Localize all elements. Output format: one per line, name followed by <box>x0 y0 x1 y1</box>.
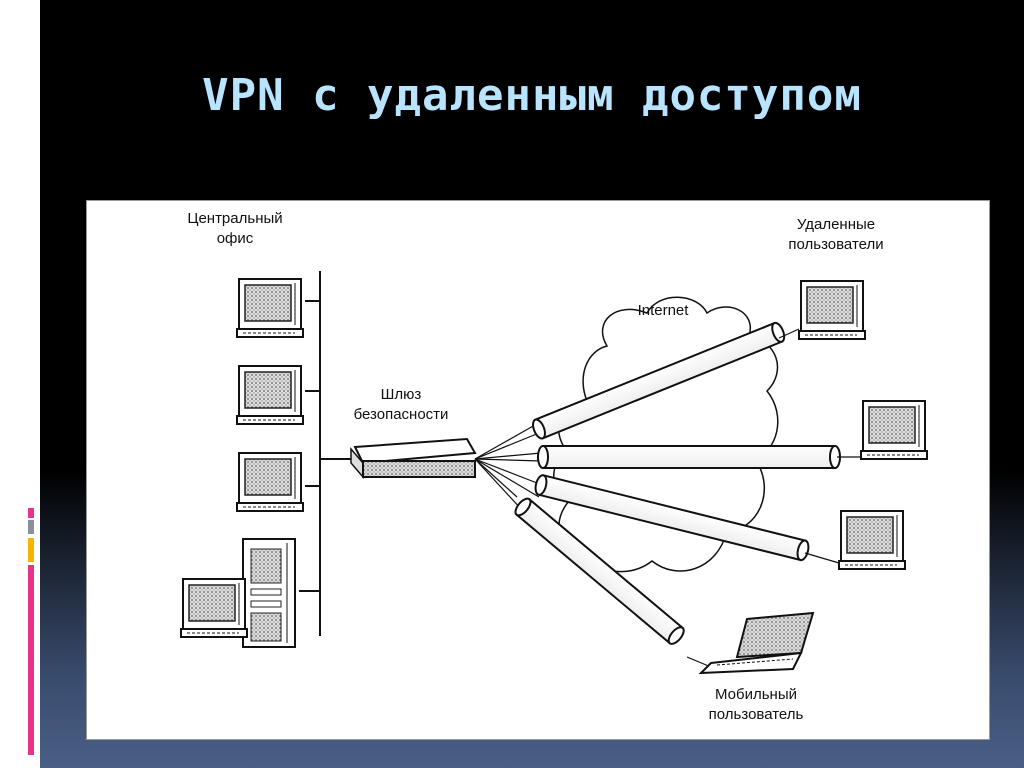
mobile-user-label-line1: Мобильный <box>715 686 797 703</box>
vpn-tunnel <box>534 474 810 562</box>
vpn-tunnel <box>514 497 685 645</box>
remote-computer-icon <box>838 510 906 570</box>
central-office-label-line1: Центральный <box>187 210 283 227</box>
remote-users-label-line1: Удаленные <box>796 216 876 233</box>
diagram-panel: Центральный офис Шлюз безопасности Inter… <box>86 200 990 740</box>
gateway-label-line1: Шлюз <box>380 386 422 403</box>
central-office-label-line2: офис <box>216 230 254 247</box>
office-computer-icon <box>236 452 304 512</box>
gateway-label-line2: безопасности <box>353 406 449 423</box>
remote-computer-icon <box>798 280 866 340</box>
laptop-icon <box>698 611 815 675</box>
remote-computer-icon <box>860 400 928 460</box>
office-computer-icon <box>180 578 248 638</box>
server-icon <box>242 538 296 648</box>
mobile-user-label-line2: пользователь <box>708 706 804 723</box>
vpn-tunnel <box>537 445 841 469</box>
decorative-bars <box>20 0 44 768</box>
gateway-label: Шлюз безопасности <box>341 385 461 425</box>
mobile-user-label: Мобильный пользователь <box>691 685 821 725</box>
office-computer-icon <box>236 365 304 425</box>
office-computer-icon <box>236 278 304 338</box>
vpn-tunnel <box>532 321 786 440</box>
slide-title: VPN с удаленным доступом <box>202 70 862 121</box>
central-office-label: Центральный офис <box>175 209 295 249</box>
security-gateway-icon <box>350 437 477 480</box>
remote-users-label: Удаленные пользователи <box>761 215 911 255</box>
vpn-diagram <box>180 271 928 675</box>
remote-users-label-line2: пользователи <box>788 236 884 253</box>
internet-label: Internet <box>637 302 689 319</box>
